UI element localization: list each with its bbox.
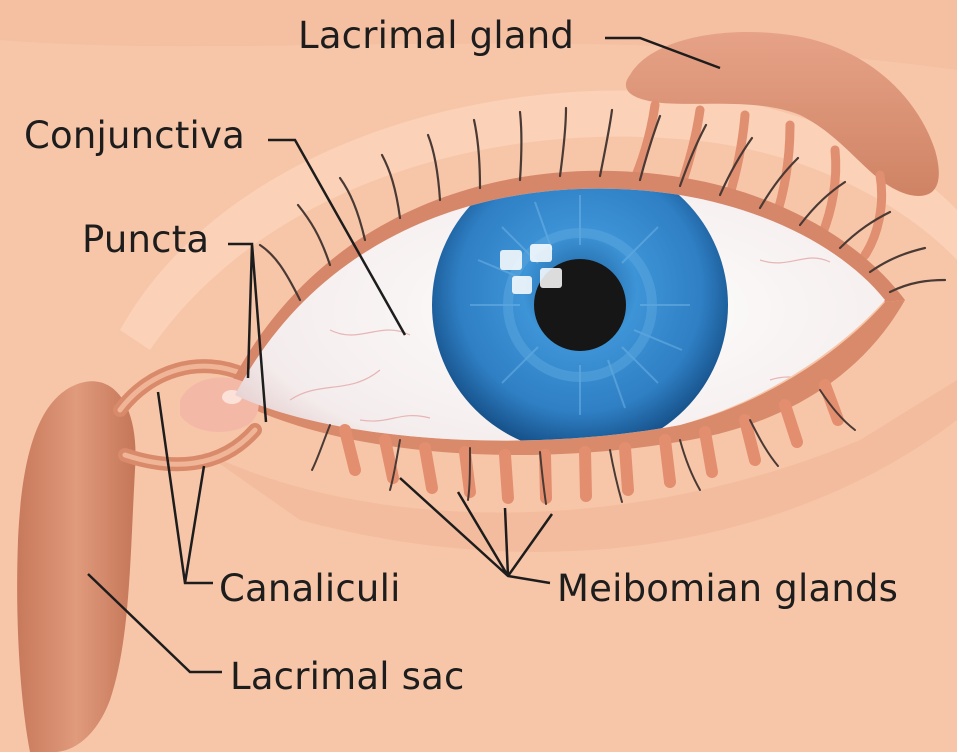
label-puncta: Puncta <box>82 221 209 258</box>
label-meibomian-glands: Meibomian glands <box>557 570 898 607</box>
label-conjunctiva: Conjunctiva <box>24 117 245 154</box>
label-canaliculi: Canaliculi <box>219 570 401 607</box>
label-lacrimal-sac: Lacrimal sac <box>230 658 465 695</box>
lacrimal-sac-shape <box>17 381 135 752</box>
label-lacrimal-gland: Lacrimal gland <box>298 17 574 54</box>
